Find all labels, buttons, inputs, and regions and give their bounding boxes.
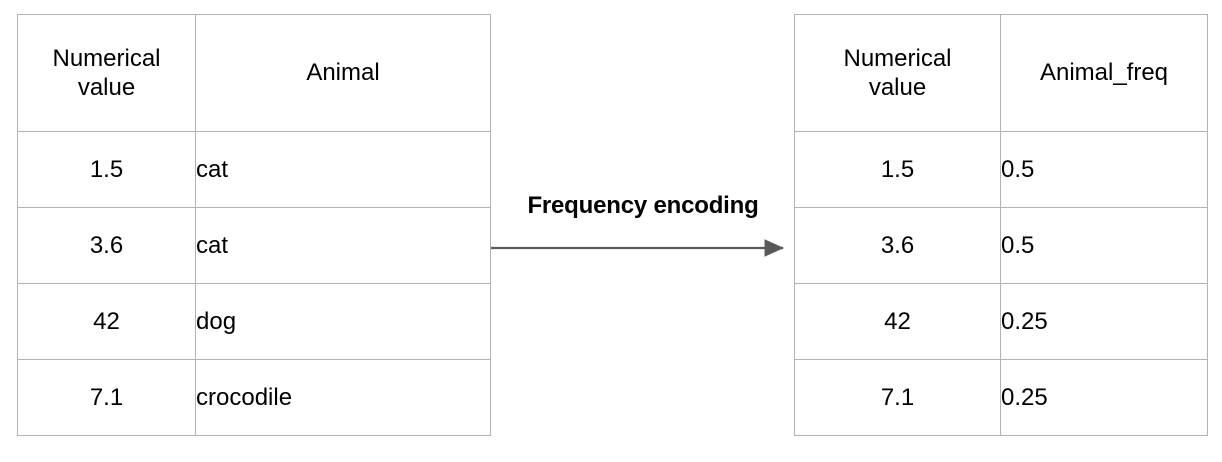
encoded-header-numerical-value-text: Numerical value: [843, 44, 952, 101]
cell-text: 1.5: [89, 155, 124, 183]
cell-text: 0.5: [1001, 231, 1035, 259]
source-cell-animal-3: crocodile: [195, 359, 491, 436]
source-cell-numerical-value-1: 3.6: [17, 207, 196, 284]
encoded-cell-animal-freq-2: 0.25: [1000, 283, 1208, 360]
encoded-header-animal-freq-text: Animal_freq: [1039, 59, 1169, 87]
source-table: Numerical value Animal 1.5 cat 3.6: [17, 14, 491, 436]
source-cell-numerical-value-0: 1.5: [17, 131, 196, 208]
encoded-cell-numerical-value-2: 42: [794, 283, 1001, 360]
source-cell-numerical-value-3: 7.1: [17, 359, 196, 436]
encoded-cell-animal-freq-0: 0.5: [1000, 131, 1208, 208]
source-cell-animal-2: dog: [195, 283, 491, 360]
cell-text: dog: [196, 307, 237, 335]
encoded-cell-animal-freq-1: 0.5: [1000, 207, 1208, 284]
cell-text: cat: [196, 231, 229, 259]
encoded-table: Numerical value Animal_freq 1.5 0.5 3.6: [794, 14, 1208, 436]
table-row: 42 dog: [17, 283, 491, 360]
source-header-animal: Animal: [195, 14, 491, 132]
cell-text: 42: [93, 307, 120, 335]
encoded-cell-numerical-value-0: 1.5: [794, 131, 1001, 208]
cell-text: crocodile: [196, 383, 293, 411]
table-row: 42 0.25: [794, 283, 1208, 360]
table-row: 7.1 crocodile: [17, 359, 491, 436]
cell-text: cat: [196, 155, 229, 183]
table-row: 3.6 cat: [17, 207, 491, 284]
table-row: 1.5 cat: [17, 131, 491, 208]
cell-text: 7.1: [89, 383, 124, 411]
table-row: 7.1 0.25: [794, 359, 1208, 436]
encoded-header-numerical-value: Numerical value: [794, 14, 1001, 132]
source-header-numerical-value-text: Numerical value: [52, 44, 161, 101]
cell-text: 3.6: [880, 231, 915, 259]
cell-text: 0.25: [1001, 383, 1048, 411]
transform-arrow-icon: [491, 239, 785, 257]
table-header-row: Numerical value Animal: [17, 14, 491, 132]
encoded-header-animal-freq: Animal_freq: [1000, 14, 1208, 132]
encoded-cell-numerical-value-3: 7.1: [794, 359, 1001, 436]
source-cell-numerical-value-2: 42: [17, 283, 196, 360]
table-row: 3.6 0.5: [794, 207, 1208, 284]
cell-text: 3.6: [89, 231, 124, 259]
source-cell-animal-1: cat: [195, 207, 491, 284]
cell-text: 0.25: [1001, 307, 1048, 335]
encoded-cell-animal-freq-3: 0.25: [1000, 359, 1208, 436]
cell-text: 7.1: [880, 383, 915, 411]
encoded-cell-numerical-value-1: 3.6: [794, 207, 1001, 284]
cell-text: 1.5: [880, 155, 915, 183]
transform-arrow-label: Frequency encoding: [527, 192, 759, 219]
table-header-row: Numerical value Animal_freq: [794, 14, 1208, 132]
cell-text: 42: [884, 307, 911, 335]
table-row: 1.5 0.5: [794, 131, 1208, 208]
source-header-animal-text: Animal: [306, 59, 380, 87]
source-cell-animal-0: cat: [195, 131, 491, 208]
cell-text: 0.5: [1001, 155, 1035, 183]
source-header-numerical-value: Numerical value: [17, 14, 196, 132]
